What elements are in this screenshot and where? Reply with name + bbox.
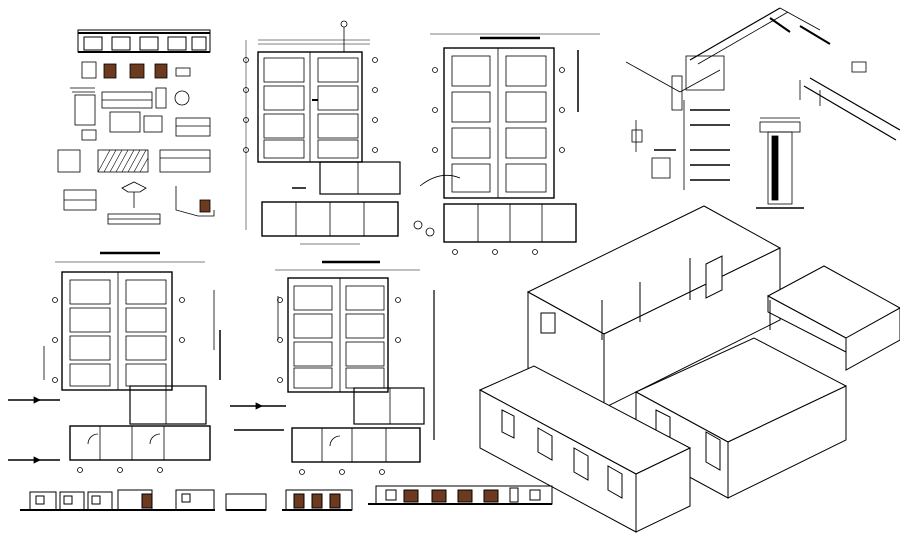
- floor-plan-top-right: [419, 33, 600, 255]
- isometric-building-view: [478, 205, 900, 533]
- floor-plan-bottom-center: [230, 260, 435, 475]
- roof-structure-detail-top-right: [625, 7, 900, 209]
- isometric-block-b: [766, 265, 900, 371]
- construction-details-top-left: [57, 61, 215, 225]
- isometric-block-d: [478, 365, 692, 533]
- elevation-strip-bottom: [20, 485, 553, 511]
- floor-plan-top-center: [243, 20, 435, 245]
- elevation-strip-top-left: [77, 29, 211, 53]
- floor-plan-bottom-left: [8, 251, 221, 473]
- isometric-block-a: [526, 205, 782, 409]
